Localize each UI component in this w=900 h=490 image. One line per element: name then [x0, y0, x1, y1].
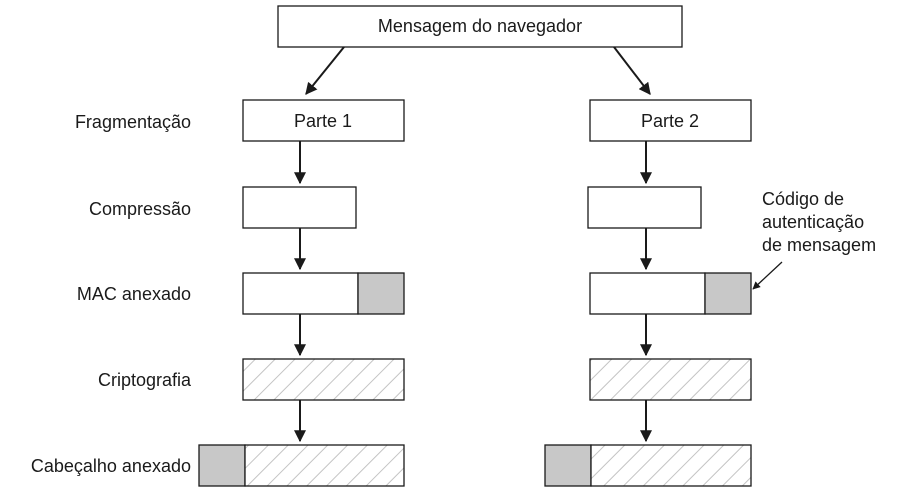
part1-header-payload: [244, 444, 405, 487]
part1-header-block: [198, 444, 405, 487]
annotation-arrow: [752, 261, 783, 290]
arrow-message-to-part1: [305, 46, 345, 95]
stage-label-compression: Compressão: [89, 199, 191, 219]
part2-header-segment: [544, 444, 592, 487]
part1-encrypted-box: [242, 358, 405, 401]
part2-mac-block: [589, 272, 752, 315]
part1-fragment-box: Parte 1: [242, 99, 405, 142]
browser-message-box: Mensagem do navegador: [277, 5, 683, 48]
part2-label: Parte 2: [641, 111, 699, 131]
part1-compressed-box: [242, 186, 357, 229]
part2-encrypted-box: [589, 358, 752, 401]
annotation-line-2: autenticação: [762, 212, 864, 232]
part2-fragment-box: Parte 2: [589, 99, 752, 142]
stage-label-mac: MAC anexado: [77, 284, 191, 304]
part1-mac-block: [242, 272, 405, 315]
stage-label-encryption: Criptografia: [98, 370, 192, 390]
part1-mac-data: [242, 272, 359, 315]
part2-header-block: [544, 444, 752, 487]
part2-mac-data: [589, 272, 706, 315]
part2-compressed-box: [587, 186, 702, 229]
stage-label-fragmentation: Fragmentação: [75, 112, 191, 132]
browser-message-label: Mensagem do navegador: [378, 16, 582, 36]
part1-header-segment: [198, 444, 246, 487]
part1-label: Parte 1: [294, 111, 352, 131]
mac-annotation: Código de autenticação de mensagem: [752, 189, 876, 290]
part1-mac-segment: [357, 272, 405, 315]
part2-header-payload: [590, 444, 752, 487]
part2-mac-segment: [704, 272, 752, 315]
annotation-line-1: Código de: [762, 189, 844, 209]
arrow-message-to-part2: [613, 46, 651, 95]
stage-label-header: Cabeçalho anexado: [31, 456, 191, 476]
annotation-line-3: de mensagem: [762, 235, 876, 255]
